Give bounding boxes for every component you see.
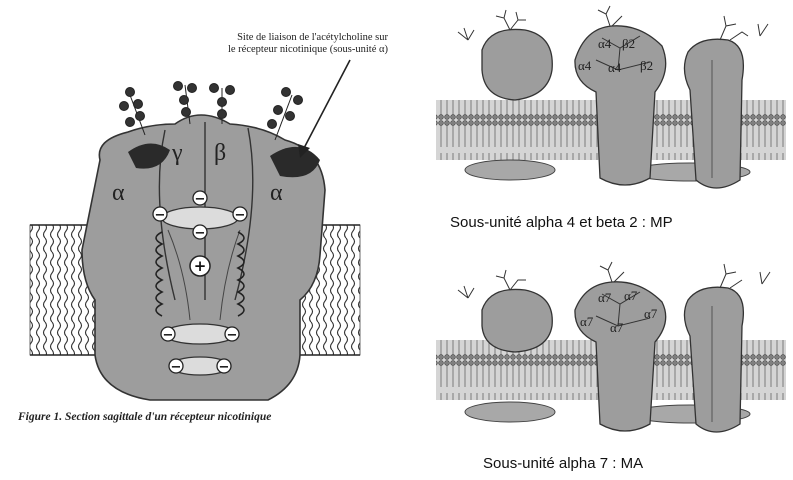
annotation-line-2: le récepteur nicotinique (sous-unité α): [176, 44, 388, 56]
receptor-panel-alpha7: α7 α7 α7 α7 α7: [436, 262, 786, 432]
charge-negative: −: [171, 360, 182, 375]
subunit-label: α7: [644, 306, 658, 321]
binding-site-arrow: [303, 60, 350, 150]
charge-negative: −: [235, 208, 246, 223]
subunit-label-alpha-left: α: [112, 180, 125, 206]
subunit-label: α7: [624, 288, 638, 303]
subunit-label: α4: [578, 58, 592, 73]
subunit-label: α7: [598, 290, 612, 305]
subunit-label: α7: [610, 320, 624, 335]
subunit-label: α4: [608, 60, 622, 75]
charge-positive: +: [194, 257, 207, 275]
subunit-label: α4: [598, 36, 612, 51]
charge-negative: −: [227, 328, 238, 343]
accessory-protein-bottom: [482, 289, 552, 352]
charge-negative: −: [195, 226, 206, 241]
subunit-label-beta: β: [214, 140, 226, 166]
accessory-protein-top: [482, 29, 552, 100]
annotation-line-1: Site de liaison de l'acétylcholine sur: [176, 32, 388, 44]
caption-alpha4-beta2: Sous-unité alpha 4 et beta 2 : MP: [450, 214, 673, 231]
charge-negative: −: [155, 208, 166, 223]
charge-negative: −: [163, 328, 174, 343]
charge-negative: −: [195, 192, 206, 207]
binding-site-annotation: Site de liaison de l'acétylcholine sur l…: [176, 32, 388, 56]
charge-negative: −: [219, 360, 230, 375]
subunit-label: β2: [640, 58, 653, 73]
receptor-panel-alpha4-beta2: α4 β2 α4 α4 β2: [436, 6, 786, 188]
subunit-label-alpha-right: α: [270, 180, 283, 206]
figure-caption: Figure 1. Section sagittale d'un récepte…: [18, 411, 271, 423]
subunit-label-gamma: γ: [171, 140, 183, 166]
subunit-label: β2: [622, 36, 635, 51]
left-receptor-diagram: α γ β α − − − − + − − −: [30, 60, 360, 400]
caption-alpha7: Sous-unité alpha 7 : MA: [483, 455, 643, 472]
subunit-label: α7: [580, 314, 594, 329]
